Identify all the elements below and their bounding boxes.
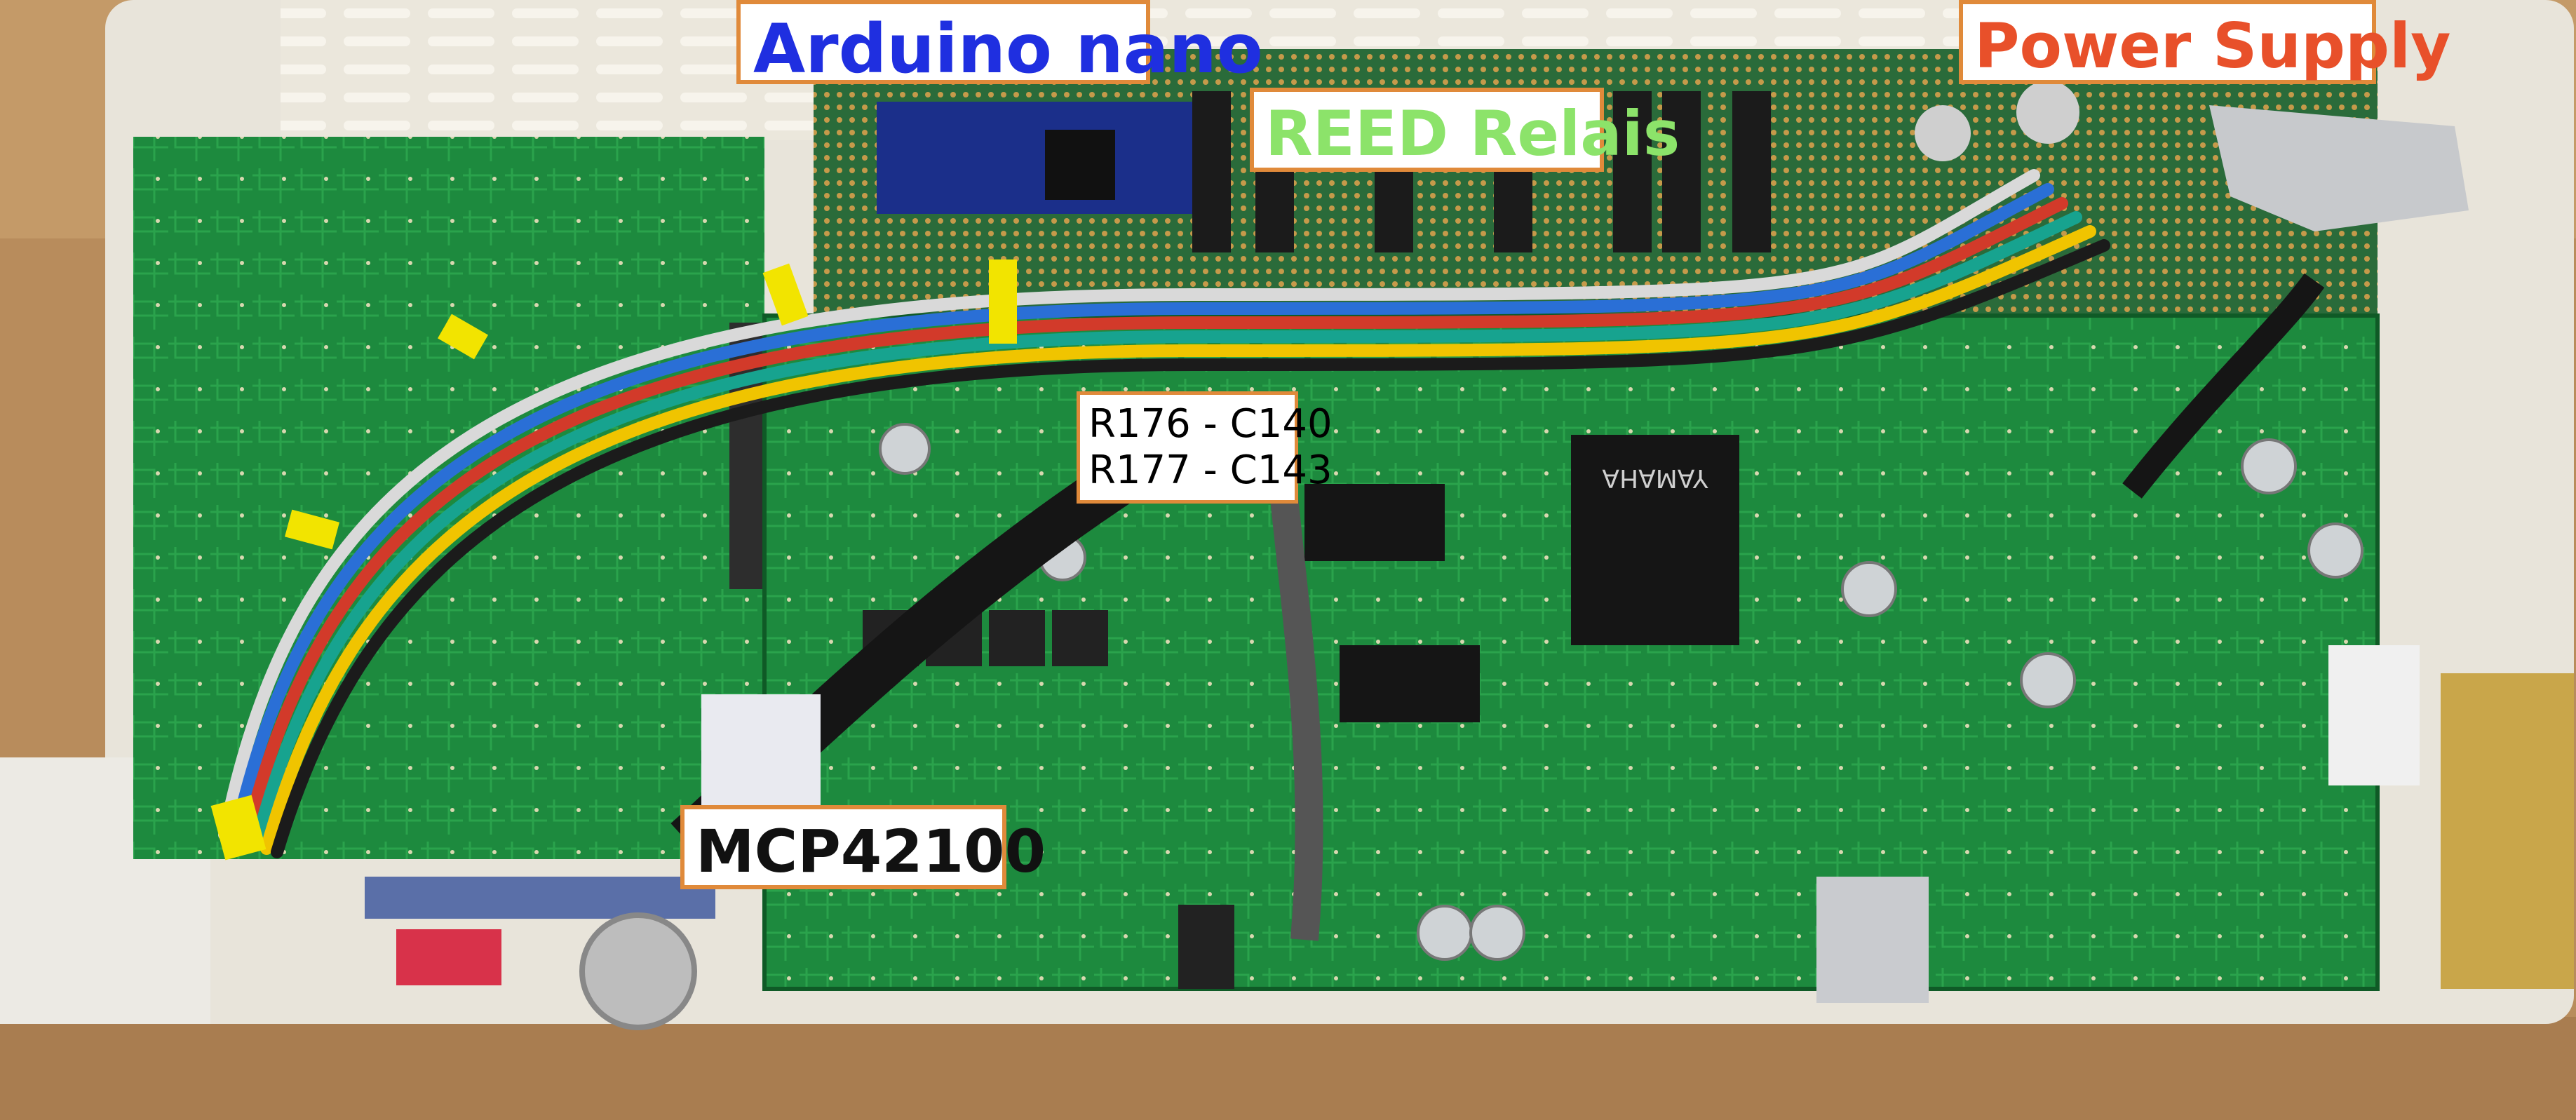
power-supply-label-text: Power Supply [1974, 10, 2451, 82]
svg-text:YAMAHA: YAMAHA [1602, 464, 1709, 492]
resistor-capacitor-label: R176 - C140 R177 - C143 [1077, 391, 1333, 504]
r176-c140-text: R176 - C140 [1088, 401, 1333, 447]
reed-relais-label: REED Relais [1250, 88, 1680, 172]
mcp42100-label-text: MCP42100 [696, 817, 1046, 886]
r177-c143-text: R177 - C143 [1088, 447, 1333, 493]
reed-relais-label-text: REED Relais [1265, 97, 1680, 170]
mcp42100-label: MCP42100 [680, 805, 1046, 889]
arduino-nano-label: Arduino nano [736, 0, 1263, 84]
power-supply-label: Power Supply [1959, 0, 2451, 84]
arduino-nano-label-text: Arduino nano [753, 10, 1263, 88]
